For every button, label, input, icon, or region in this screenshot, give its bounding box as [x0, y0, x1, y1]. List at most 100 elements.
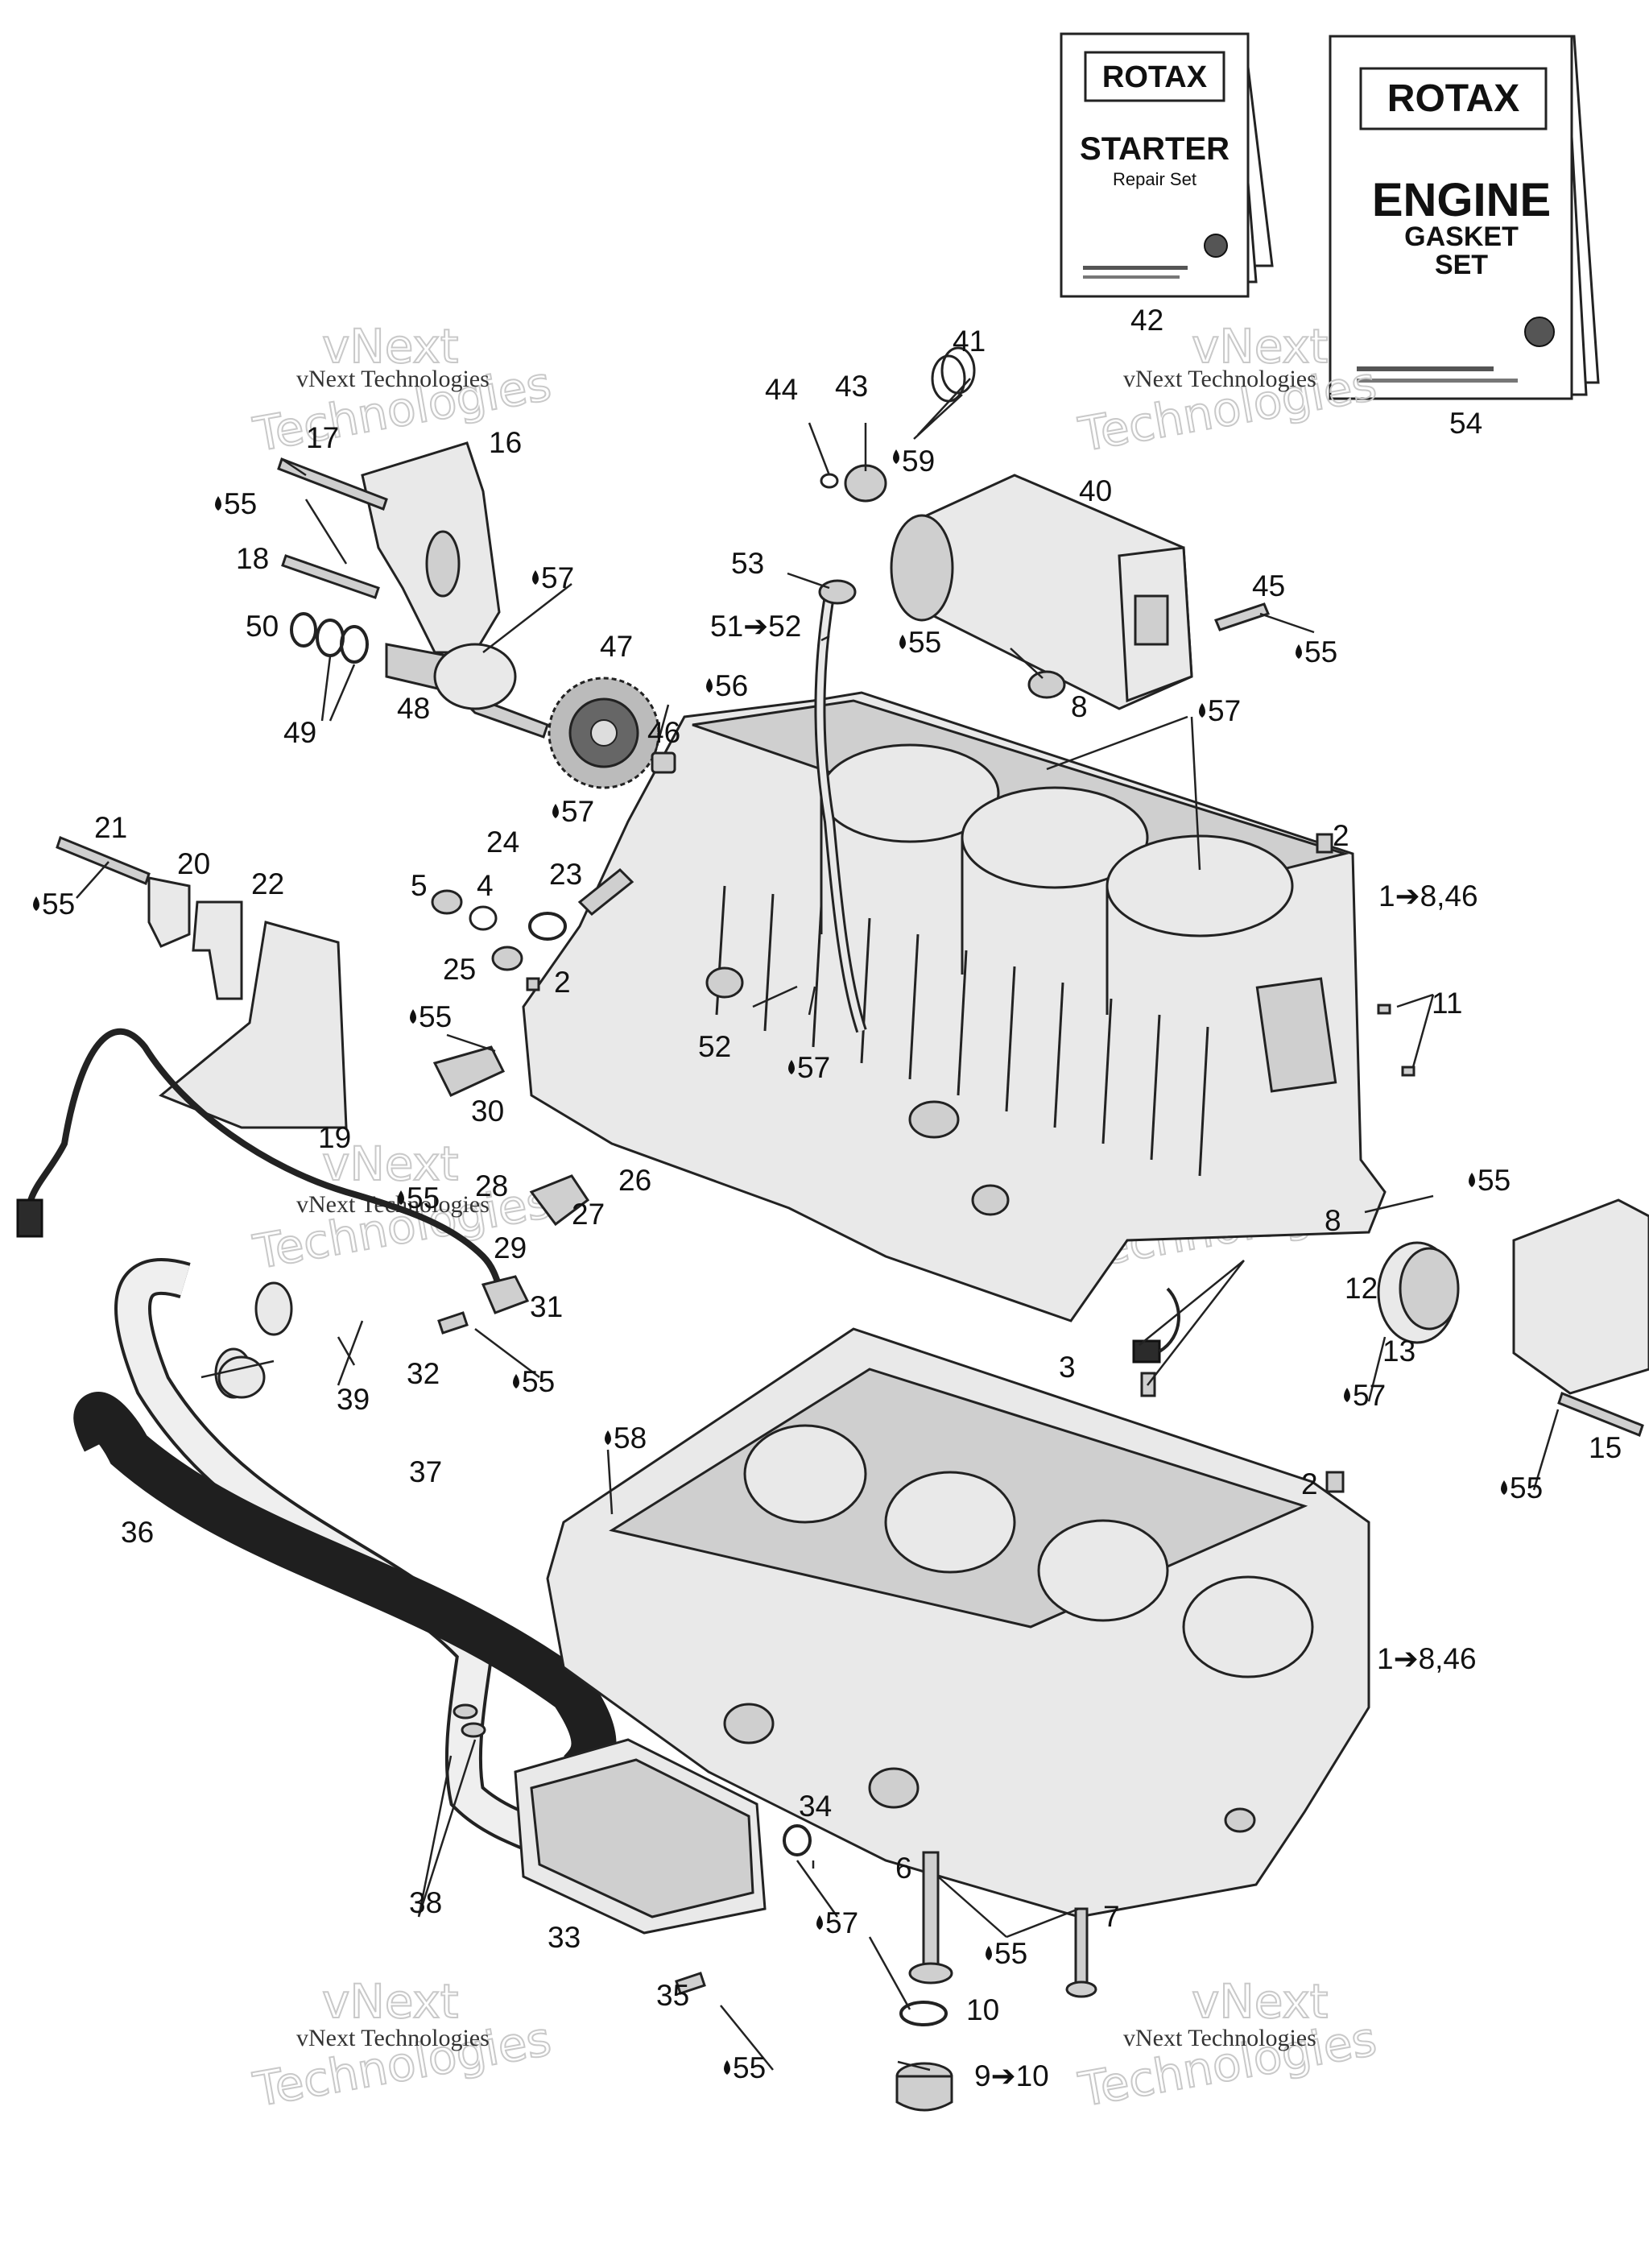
dowel-2a [1316, 833, 1333, 854]
callout-28: 28 [475, 1169, 508, 1202]
drop-icon [532, 570, 539, 585]
callout-25: 25 [443, 953, 476, 986]
callout-57-d: 57 [797, 1051, 830, 1084]
needle-bearing-46 [651, 751, 676, 774]
clamp-22 [192, 900, 243, 1000]
svg-text:vNext Technologies: vNext Technologies [1123, 366, 1316, 392]
drop-icon [986, 1946, 992, 1960]
watermark-bottom-left: vNext Technologies vNext Technologies [249, 1973, 556, 2118]
drop-icon [1469, 1173, 1475, 1187]
starter-drive-48 [385, 643, 549, 739]
harness-connector [16, 1198, 43, 1238]
hose-clamp-38b [461, 1722, 486, 1738]
oil-cooler-33 [514, 1738, 767, 1935]
callout-50: 50 [246, 610, 279, 643]
o-ring-10 [899, 2001, 948, 2026]
callout-39: 39 [337, 1383, 370, 1416]
sensor-bracket-20 [147, 876, 191, 948]
callout-45: 45 [1252, 569, 1285, 602]
starter-subtitle: Repair Set [1113, 169, 1196, 189]
callout-33: 33 [548, 1921, 581, 1954]
callout-54: 54 [1449, 407, 1482, 440]
bolt-32 [437, 1311, 469, 1335]
callout-12: 12 [1345, 1272, 1378, 1305]
callout-1-a: 1➔8,46 [1378, 879, 1478, 913]
engine-mount-14 [1512, 1198, 1649, 1395]
callout-11: 11 [1432, 987, 1462, 1020]
upper-crankcase [522, 691, 1387, 1322]
svg-text:vNext: vNext [1192, 319, 1328, 374]
drop-icon [1501, 1480, 1507, 1495]
callout-2-c: 2 [1301, 1467, 1318, 1500]
dowel-pins-11 [1377, 1004, 1415, 1077]
drop-icon [724, 2060, 730, 2075]
starter-bolt-45 [1213, 602, 1271, 631]
starter-brand: ROTAX [1102, 60, 1208, 94]
drop-icon [1199, 703, 1205, 718]
callout-48: 48 [397, 692, 430, 725]
bolt-18 [281, 554, 380, 599]
drop-icon [552, 804, 559, 818]
drop-icon [605, 1430, 611, 1445]
callout-32: 32 [407, 1357, 440, 1390]
callout-22: 22 [251, 867, 284, 900]
callout-5: 5 [411, 869, 428, 902]
drop-icon [893, 449, 899, 464]
callout-21: 21 [94, 811, 127, 844]
callout-3: 3 [1059, 1351, 1076, 1384]
callout-55-b: 55 [1304, 635, 1337, 668]
starter-ring-1 [940, 346, 976, 395]
callout-35: 35 [656, 1979, 689, 2012]
callout-55-j: 55 [994, 1937, 1027, 1970]
bolt-15 [1557, 1392, 1644, 1437]
callout-15: 15 [1589, 1431, 1622, 1464]
svg-text:vNext Technologies: vNext Technologies [296, 2025, 490, 2051]
callout-24: 24 [486, 826, 519, 859]
callout-43: 43 [835, 370, 868, 403]
leader-lines [76, 378, 1560, 2071]
drop-icon [899, 635, 906, 649]
callout-55-d: 55 [42, 888, 75, 921]
callout-58: 58 [614, 1422, 647, 1455]
svg-text:vNext: vNext [322, 319, 458, 374]
callout-18: 18 [236, 542, 269, 575]
callout-7: 7 [1103, 1900, 1120, 1933]
callout-55-e: 55 [419, 1000, 452, 1033]
callout-55-k: 55 [733, 2051, 766, 2084]
svg-text:vNext Technologies: vNext Technologies [1123, 2025, 1316, 2051]
dowel-2c [1325, 1471, 1345, 1493]
callout-41: 41 [953, 325, 986, 358]
callout-42: 42 [1130, 304, 1163, 337]
washer-49a [316, 619, 345, 657]
callout-17: 17 [306, 421, 339, 454]
callout-49: 49 [283, 716, 316, 749]
callout-55-h: 55 [522, 1365, 555, 1398]
callout-13: 13 [1382, 1335, 1415, 1368]
callout-26: 26 [618, 1164, 651, 1197]
callout-2-b: 2 [554, 966, 571, 999]
callout-9: 9➔10 [974, 2059, 1049, 2092]
bolts-6-7 [908, 1851, 1097, 1998]
callout-51: 51➔52 [710, 610, 801, 643]
cooling-fins [715, 885, 1209, 1177]
bolt-21 [56, 836, 151, 885]
sensor-30 [432, 1045, 506, 1097]
engine-mount-19 [159, 921, 348, 1129]
double-gear-47 [548, 677, 660, 789]
callout-2-a: 2 [1333, 819, 1349, 852]
callout-10: 10 [966, 1993, 999, 2026]
washer-50 [290, 612, 317, 648]
sensor-3 [1132, 1287, 1180, 1397]
circlip-44 [820, 473, 839, 489]
callout-23: 23 [549, 858, 582, 891]
callout-55-i: 55 [1510, 1471, 1543, 1504]
svg-text:vNext: vNext [322, 1974, 458, 2029]
callout-57-a: 57 [1208, 694, 1241, 727]
drop-icon [215, 496, 221, 511]
callout-40: 40 [1079, 474, 1112, 507]
drop-icon [398, 1190, 404, 1205]
callout-44: 44 [765, 373, 798, 406]
callout-55-a: 55 [908, 626, 941, 659]
oil-strainer-cap-9 [895, 2062, 953, 2112]
drop-icon [410, 1009, 416, 1024]
